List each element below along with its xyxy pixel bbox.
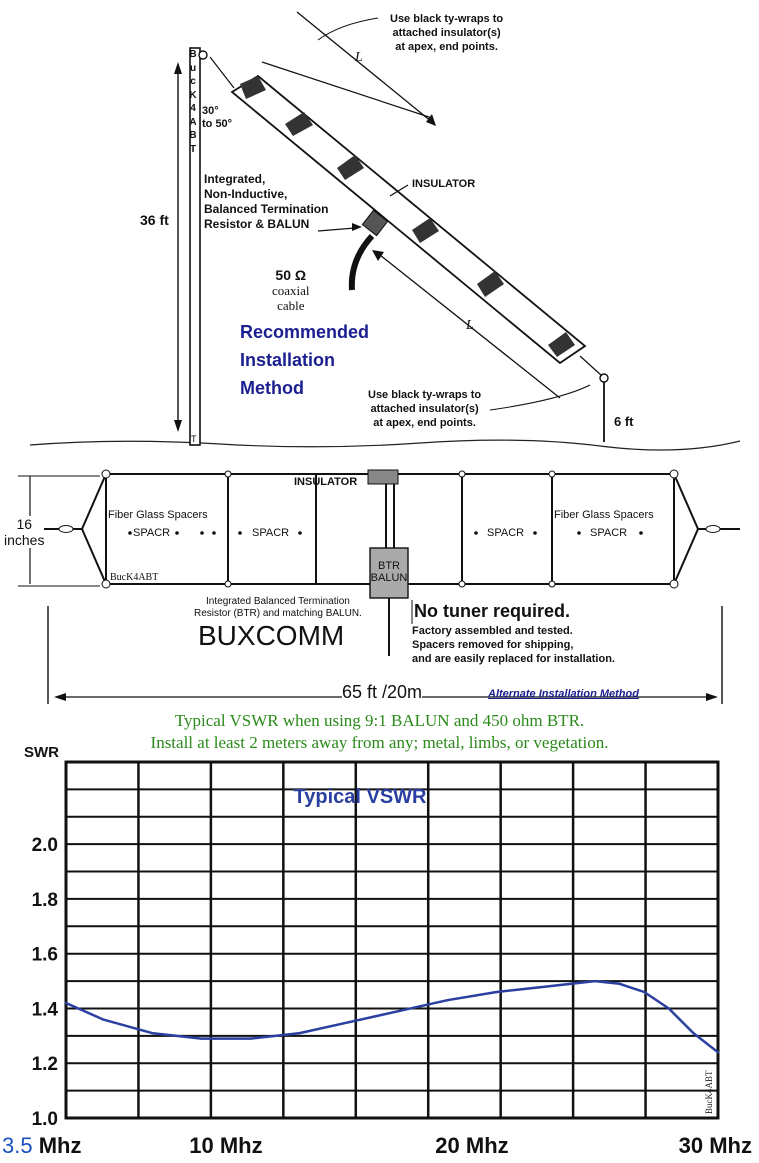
notice-line-1: Typical VSWR when using 9:1 BALUN and 45…	[174, 711, 585, 730]
vswr-point	[298, 1031, 301, 1035]
vswr-point	[200, 1037, 203, 1040]
x-tick-value: 3.5	[2, 1133, 39, 1158]
mast-height-label: 36 ft	[140, 212, 169, 228]
spacers-left-label: Fiber Glass Spacers	[108, 509, 208, 521]
spacers-right-label: Fiber Glass Spacers	[554, 509, 654, 521]
vswr-point	[618, 982, 621, 986]
coax-cable	[348, 233, 375, 291]
alternate-antenna	[40, 469, 740, 656]
chart-title: Typical VSWR	[294, 786, 428, 808]
chart-frame	[64, 760, 720, 1120]
vswr-point	[692, 1031, 695, 1035]
spacr-label: SPACR	[590, 527, 628, 539]
chart-ylabel: SWR	[24, 744, 59, 761]
base-mark: T	[191, 434, 197, 444]
install-notes: Factory assembled and tested.Spacers rem…	[412, 625, 615, 665]
vswr-point	[150, 1031, 154, 1035]
end-height-label: 6 ft	[614, 414, 634, 429]
y-tick-label: 1.2	[32, 1054, 58, 1075]
vswr-point	[544, 985, 547, 988]
notice-line-2: Install at least 2 meters away from any;…	[150, 733, 609, 752]
vswr-point	[446, 999, 449, 1002]
length-label-top: L	[355, 50, 363, 65]
alternate-label: Alternate Installation Method	[488, 688, 639, 700]
spacr-label: SPACR	[252, 527, 290, 539]
vswr-point	[667, 1007, 670, 1010]
vswr-point	[249, 1037, 252, 1040]
vswr-point	[642, 990, 646, 994]
vswr-point	[716, 1051, 720, 1054]
vswr-point	[347, 1020, 351, 1024]
insulator-label-mid: INSULATOR	[294, 476, 358, 488]
spacr-label: SPACR	[133, 527, 171, 539]
chart-watermark: BucK4ABT	[704, 1070, 714, 1114]
brand-label: BUXCOMM	[198, 620, 345, 651]
watermark-mid: BucK4ABT	[110, 572, 159, 583]
x-tick-label: 3.5 Mhz	[2, 1133, 81, 1158]
ground-line	[29, 439, 741, 451]
y-tick-label: 1.0	[32, 1109, 58, 1130]
vswr-point	[64, 1001, 68, 1005]
vswr-point	[101, 1018, 105, 1021]
spacr-label: SPACR	[487, 527, 525, 539]
y-tick-label: 1.6	[32, 945, 58, 966]
callout-bottom: Use black ty-wraps to attached insulator…	[368, 389, 482, 429]
angle-label: 30°to 50°	[202, 105, 233, 130]
y-tick-label: 2.0	[32, 835, 58, 856]
termination-label: Integrated,Non-Inductive, Balanced Termi…	[204, 172, 329, 231]
length-label: 65 ft /20m	[342, 682, 423, 703]
x-tick-label: 20 Mhz	[435, 1133, 508, 1158]
no-tuner-label: No tuner required.	[414, 601, 571, 621]
y-tick-label: 1.4	[32, 999, 59, 1020]
x-tick-unit: Mhz	[39, 1133, 82, 1158]
sloping-antenna	[209, 56, 603, 377]
vswr-point	[593, 979, 597, 983]
vswr-point	[396, 1010, 400, 1013]
callout-top: Use black ty-wraps to attached insulator…	[390, 13, 504, 53]
mast	[189, 47, 201, 446]
length-label-bottom: L	[466, 318, 474, 333]
vswr-point	[495, 990, 498, 994]
x-tick-label: 10 Mhz	[189, 1133, 262, 1158]
insulator-label-top: INSULATOR	[412, 178, 476, 190]
y-tick-label: 1.8	[32, 890, 58, 911]
x-tick-label: 30 Mhz	[679, 1133, 752, 1158]
